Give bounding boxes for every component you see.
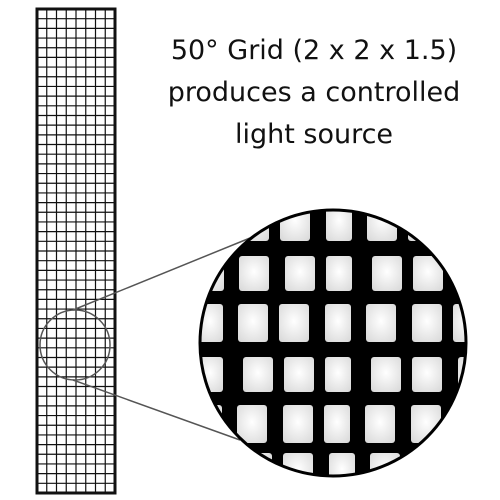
- magnified-cell: [243, 357, 273, 392]
- magnified-cell: [329, 453, 355, 476]
- magnified-cell: [454, 210, 466, 241]
- grid-panel: [35, 7, 117, 495]
- magnified-cell: [372, 256, 402, 291]
- caption-line-3: light source: [234, 119, 394, 150]
- magnified-cell: [324, 405, 350, 443]
- magnified-cell: [325, 357, 351, 392]
- caption: 50° Grid (2 x 2 x 1.5) produces a contro…: [128, 30, 500, 156]
- magnified-cell: [200, 210, 219, 241]
- caption-line-1: 50° Grid (2 x 2 x 1.5): [170, 35, 458, 66]
- magnified-cell: [454, 256, 466, 291]
- magnified-cell: [325, 304, 351, 342]
- magnified-cell: [239, 256, 269, 291]
- magnified-cell: [237, 405, 267, 443]
- magnified-cell: [326, 210, 352, 241]
- zoom-source-circle: [39, 309, 111, 381]
- magnified-grid-closeup: [198, 208, 468, 478]
- magnified-cell: [200, 453, 222, 476]
- magnified-cell: [285, 256, 315, 291]
- zoom-connector-top: [72, 237, 251, 311]
- magnified-cell: [453, 304, 466, 342]
- magnified-cell: [452, 405, 466, 443]
- magnified-cell: [412, 357, 442, 392]
- zoom-connector-lines: [72, 237, 251, 441]
- magnified-cell: [326, 256, 352, 291]
- magnified-cell: [371, 357, 401, 392]
- magnified-cell: [366, 304, 396, 342]
- magnified-cell: [412, 304, 442, 342]
- zoom-connector-bottom: [72, 379, 241, 441]
- magnified-cell: [284, 357, 314, 392]
- magnified-cell: [238, 304, 268, 342]
- magnified-cell: [457, 453, 466, 476]
- caption-line-2: produces a controlled: [167, 77, 461, 108]
- magnified-cell: [279, 304, 309, 342]
- magnified-cell: [413, 256, 443, 291]
- magnifier-border: [198, 208, 468, 478]
- magnified-cell: [367, 210, 397, 241]
- magnified-cell: [365, 405, 395, 443]
- magnified-cell: [280, 210, 310, 241]
- magnified-cell: [283, 405, 313, 443]
- grid-panel-lines: [37, 9, 115, 493]
- magnified-cell: [411, 453, 441, 476]
